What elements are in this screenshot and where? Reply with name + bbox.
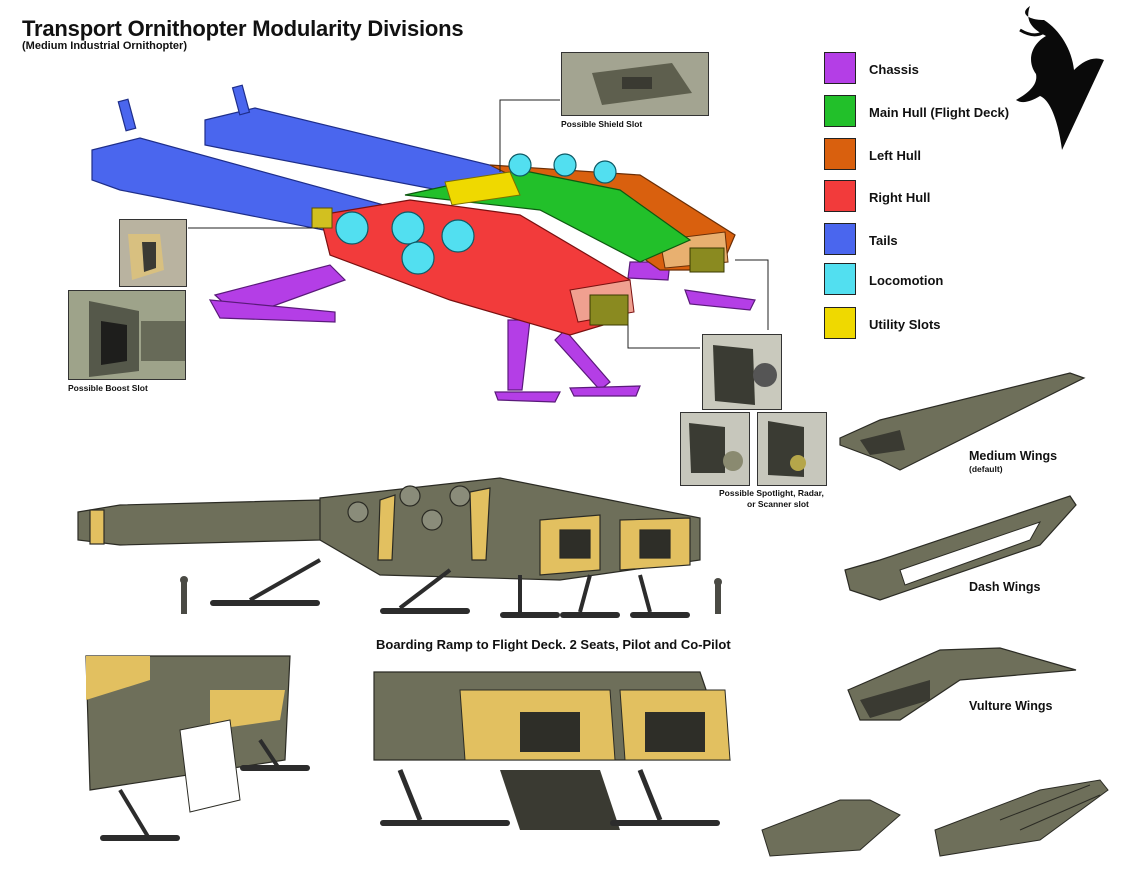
locomotion-swatch [824,263,856,295]
boost-slot-caption: Possible Boost Slot [68,383,148,393]
spotlight-caption-line2: or Scanner slot [747,499,809,509]
utility-slot [589,294,629,326]
main-hull-module [404,169,692,263]
legend-label: Tails [869,233,898,248]
chassis-swatch [824,52,856,84]
boarding-ramp-caption: Boarding Ramp to Flight Deck. 2 Seats, P… [376,637,731,652]
radar-slot-thumbnail [680,412,750,486]
page-subtitle: (Medium Industrial Ornithopter) [22,40,187,52]
spotlight-caption-line1: Possible Spotlight, Radar, [719,488,824,498]
legend-item-chassis: Chassis [824,52,1064,86]
dash-wings-label: Dash Wings [969,580,1041,594]
legend-label: Locomotion [869,273,944,288]
legend-item-left-hull: Left Hull [824,138,1064,172]
scanner-slot-thumbnail [757,412,827,486]
boost-slot-thumbnail [68,290,186,380]
legend-item-utility-slots: Utility Slots [824,307,1064,341]
utility-slot [311,207,333,229]
utility-slot-thumbnail [119,219,187,287]
utility-slots-swatch [824,307,856,339]
legend-label: Utility Slots [869,317,941,332]
legend-label: Left Hull [869,148,921,163]
shield-slot-thumbnail [561,52,709,116]
legend-label: Right Hull [869,190,931,205]
main-hull-swatch [824,95,856,127]
medium-wings-note: (default) [969,464,1003,474]
right-hull-module [319,199,631,336]
locomotion-module [335,153,617,275]
legend-item-right-hull: Right Hull [824,180,1064,214]
vulture-wings-label: Vulture Wings [969,699,1053,713]
left-hull-module [489,164,736,271]
utility-slot [689,247,725,273]
right-hull-swatch [824,180,856,212]
legend-item-locomotion: Locomotion [824,263,1064,297]
tails-swatch [824,223,856,255]
left-hull-swatch [824,138,856,170]
legend-item-tails: Tails [824,223,1064,257]
shield-slot-caption: Possible Shield Slot [561,119,643,129]
legend-label: Chassis [869,62,919,77]
legend-item-main-hull: Main Hull (Flight Deck) [824,95,1064,129]
spotlight-slot-thumbnail [702,334,782,410]
page-title: Transport Ornithopter Modularity Divisio… [22,16,464,41]
chassis-module [208,261,756,403]
medium-wings-label: Medium Wings [969,449,1058,463]
legend-label: Main Hull (Flight Deck) [869,105,1010,120]
